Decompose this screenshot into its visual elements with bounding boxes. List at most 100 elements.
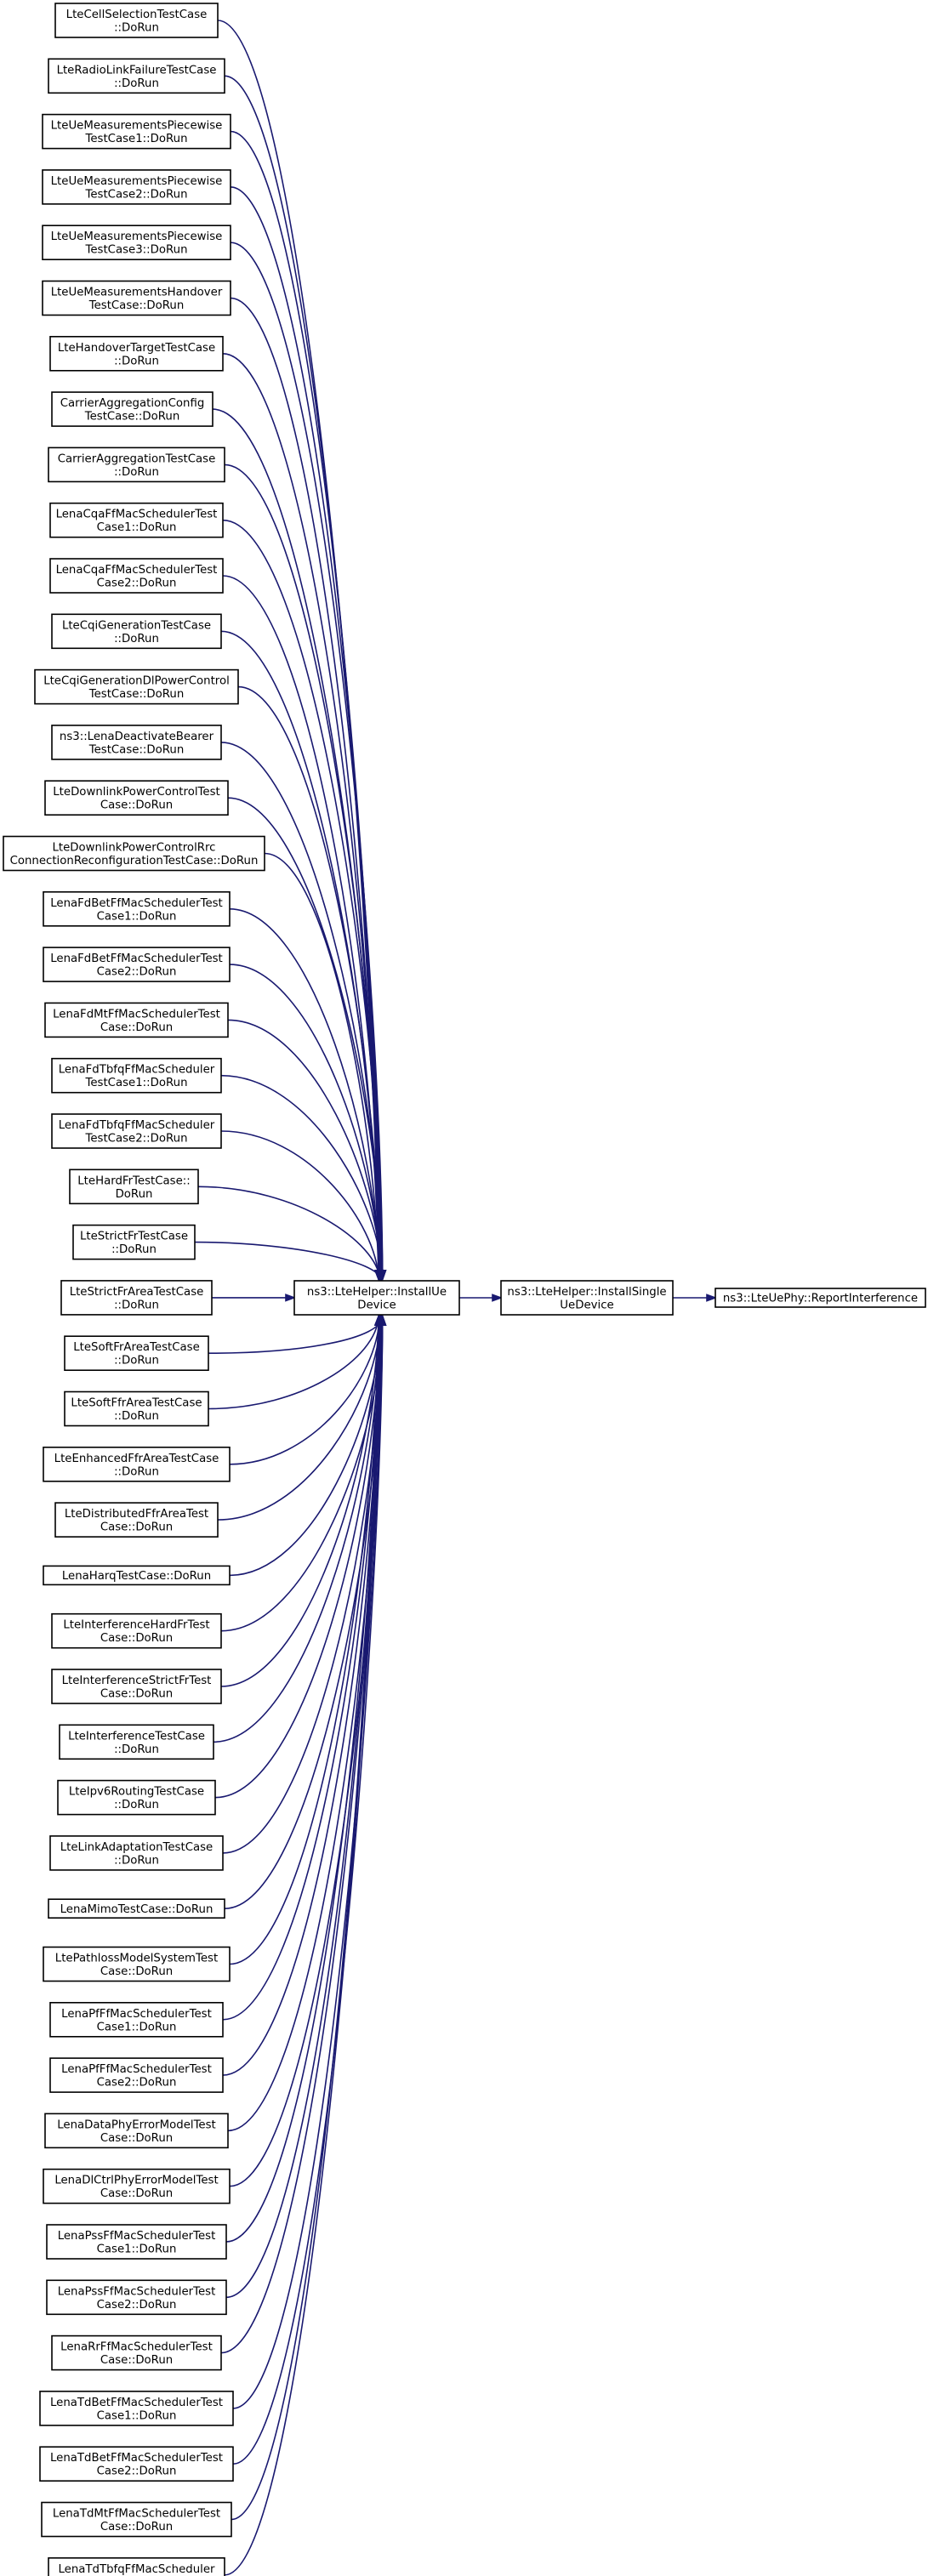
node-lenafdbetffmacschedulertestcase1-dorun-box	[43, 891, 231, 927]
node-lenatdtbfqffmacschedulertestcase1-dorun-label-line-1: LenaTdTbfqFfMacScheduler	[58, 2563, 215, 2576]
node-ltelinkadaptationtestcase-dorun[interactable]: LteLinkAdaptationTestCase::DoRun	[49, 1835, 224, 1871]
node-lteuemeasurementspiecewisetestcase2-dorun-box	[42, 169, 231, 205]
edge-caller-44	[232, 1314, 386, 2409]
node-lenatdmtffmacschedulertestcase-dorun-label-line-2: Case::DoRun	[100, 2521, 173, 2533]
edge-path	[222, 1316, 380, 2021]
node-lteradiolinkfailuretestcase-dorun[interactable]: LteRadioLinkFailureTestCase::DoRun	[48, 58, 225, 94]
node-lenatdbetffmacschedulertestcase2-dorun-label-line-2: Case2::DoRun	[97, 2465, 177, 2478]
node-ltedownlinkpowercontrolrrcconnectionreconfigurationtestcase-dorun-box	[3, 835, 265, 872]
node-lenafdmtffmacschedulertestcase-dorun-label-line-1: LenaFdMtFfMacSchedulerTest	[53, 1008, 220, 1021]
node-ltecqigenerationtestcase-dorun-box	[51, 613, 222, 650]
node-lteenhancedffrareatestcase-dorun-box	[43, 1447, 231, 1482]
node-lenatdmtffmacschedulertestcase-dorun-label-line-1: LenaTdMtFfMacSchedulerTest	[53, 2507, 220, 2520]
node-lenamimotestcase-dorun-box	[48, 1898, 225, 1919]
node-ltehardfrtestcase-dorun[interactable]: LteHardFrTestCase::DoRun	[69, 1169, 199, 1205]
edge-path	[194, 1241, 382, 1280]
node-carrieraggregationtestcase-dorun[interactable]: CarrierAggregationTestCase::DoRun	[48, 446, 225, 483]
node-lenarrffmacschedulertestcase-dorun-label-line-1: LenaRrFfMacSchedulerTest	[60, 2341, 213, 2354]
node-ltecellselectiontestcase-dorun-box	[54, 3, 219, 38]
node-lenapfffmacschedulertestcase2-dorun-label-line-2: Case2::DoRun	[97, 2077, 177, 2090]
node-lenafdtbfqffmacschedulertestcase2-dorun-box	[51, 1113, 222, 1149]
node-ltehelper-installuedevice-box	[293, 1280, 460, 1316]
node-lenapssffmacschedulertestcase1-dorun-label-line-1: LenaPssFfMacSchedulerTest	[58, 2230, 216, 2243]
node-lenadlctrlphyerrormodeltestcase-dorun-box	[43, 2168, 231, 2204]
edge-path	[222, 1316, 382, 2076]
node-lenapfffmacschedulertestcase1-dorun-box	[49, 2002, 224, 2038]
edge-caller-2	[224, 75, 384, 1282]
node-lenadlctrlphyerrormodeltestcase-dorun-label-line-1: LenaDlCtrlPhyErrorModelTest	[54, 2175, 218, 2187]
node-lteuemeasurementspiecewisetestcase2-dorun[interactable]: LteUeMeasurementsPiecewiseTestCase2::DoR…	[42, 169, 231, 205]
node-ltedownlinkpowercontrolrrcconnectionreconfigurationtestcase-dorun[interactable]: LteDownlinkPowerControlRrcConnectionReco…	[3, 835, 265, 872]
node-lteuemeasurementspiecewisetestcase1-dorun[interactable]: LteUeMeasurementsPiecewiseTestCase1::DoR…	[42, 113, 231, 150]
node-lteuemeasurementshandovertestcase-dorun-label-line-2: TestCase::DoRun	[88, 299, 185, 312]
node-lenadeactivatebearertestcase-dorun-box	[51, 725, 222, 760]
node-ltestrictfrtestcase-dorun-label-line-2: ::DoRun	[111, 1243, 157, 1256]
node-ltehelper-installsingleuedevice-label-line-2: UeDevice	[560, 1299, 613, 1311]
edge-path	[229, 908, 380, 1280]
edge-caller-20	[220, 1074, 387, 1282]
node-ltesoftffrareatestcase-dorun[interactable]: LteSoftFfrAreaTestCase::DoRun	[64, 1390, 209, 1427]
node-ltedistributedffrareatestcase-dorun-label-line-1: LteDistributedFfrAreaTest	[65, 1508, 208, 1521]
node-lenaharqtestcase-dorun[interactable]: LenaHarqTestCase::DoRun	[43, 1565, 231, 1586]
node-lenaharqtestcase-dorun-label-line-1: LenaHarqTestCase::DoRun	[62, 1570, 211, 1583]
node-ltepathlossmodelsystemtestcase-dorun-label-line-1: LtePathlossModelSystemTest	[55, 1952, 218, 1965]
node-ltestrictfrtestcase-dorun[interactable]: LteStrictFrTestCase::DoRun	[72, 1224, 196, 1260]
node-lenatdtbfqffmacschedulertestcase1-dorun[interactable]: LenaTdTbfqFfMacSchedulerTestCase1::DoRun	[48, 2557, 225, 2576]
node-lenamimotestcase-dorun[interactable]: LenaMimoTestCase::DoRun	[48, 1898, 225, 1919]
node-ltesoftfrareatestcase-dorun[interactable]: LteSoftFrAreaTestCase::DoRun	[64, 1335, 209, 1371]
node-lenapssffmacschedulertestcase2-dorun-label-line-1: LenaPssFfMacSchedulerTest	[58, 2285, 216, 2298]
node-lteipv6routingtestcase-dorun-label-line-1: LteIpv6RoutingTestCase	[69, 1786, 204, 1799]
node-lenapssffmacschedulertestcase2-dorun-label-line-2: Case2::DoRun	[97, 2299, 177, 2312]
node-ltecellselectiontestcase-dorun[interactable]: LteCellSelectionTestCase::DoRun	[54, 3, 219, 38]
node-lteuemeasurementspiecewisetestcase3-dorun-label-line-1: LteUeMeasurementsPiecewise	[51, 230, 223, 243]
node-lenapfffmacschedulertestcase2-dorun-box	[49, 2057, 224, 2093]
node-lteipv6routingtestcase-dorun[interactable]: LteIpv6RoutingTestCase::DoRun	[57, 1779, 216, 1816]
node-lteuephy-reportinterference[interactable]: ns3::LteUePhy::ReportInterference	[715, 1288, 926, 1308]
edge-path	[220, 1316, 379, 1687]
edges	[194, 20, 718, 2576]
node-lteenhancedffrareatestcase-dorun[interactable]: LteEnhancedFfrAreaTestCase::DoRun	[43, 1447, 231, 1482]
node-lteinterferencetestcase-dorun[interactable]: LteInterferenceTestCase::DoRun	[59, 1724, 214, 1760]
node-ltelinkadaptationtestcase-dorun-label-line-2: ::DoRun	[114, 1854, 159, 1867]
node-lteuemeasurementspiecewisetestcase3-dorun[interactable]: LteUeMeasurementsPiecewiseTestCase3::DoR…	[42, 225, 231, 261]
node-lenafdmtffmacschedulertestcase-dorun-box	[44, 1002, 229, 1038]
node-ltestrictfrareatestcase-dorun[interactable]: LteStrictFrAreaTestCase::DoRun	[60, 1280, 213, 1316]
node-lteinterferencetestcase-dorun-label-line-1: LteInterferenceTestCase	[68, 1730, 205, 1743]
edge-caller-4	[230, 186, 386, 1282]
node-carrieraggregationconfigtestcase-dorun-box	[51, 391, 213, 427]
node-ltecqigenerationtestcase-dorun[interactable]: LteCqiGenerationTestCase::DoRun	[51, 613, 222, 650]
node-lenafdtbfqffmacschedulertestcase2-dorun-label-line-2: TestCase2::DoRun	[84, 1132, 187, 1145]
node-ltecellselectiontestcase-dorun-label-line-2: ::DoRun	[114, 21, 159, 34]
node-ltehandovertargettestcase-dorun[interactable]: LteHandoverTargetTestCase::DoRun	[49, 335, 224, 372]
node-lteradiolinkfailuretestcase-dorun-label-line-1: LteRadioLinkFailureTestCase	[57, 64, 217, 77]
node-ltecqigenerationdlpowercontroltestcase-dorun[interactable]: LteCqiGenerationDlPowerControlTestCase::…	[34, 668, 239, 705]
